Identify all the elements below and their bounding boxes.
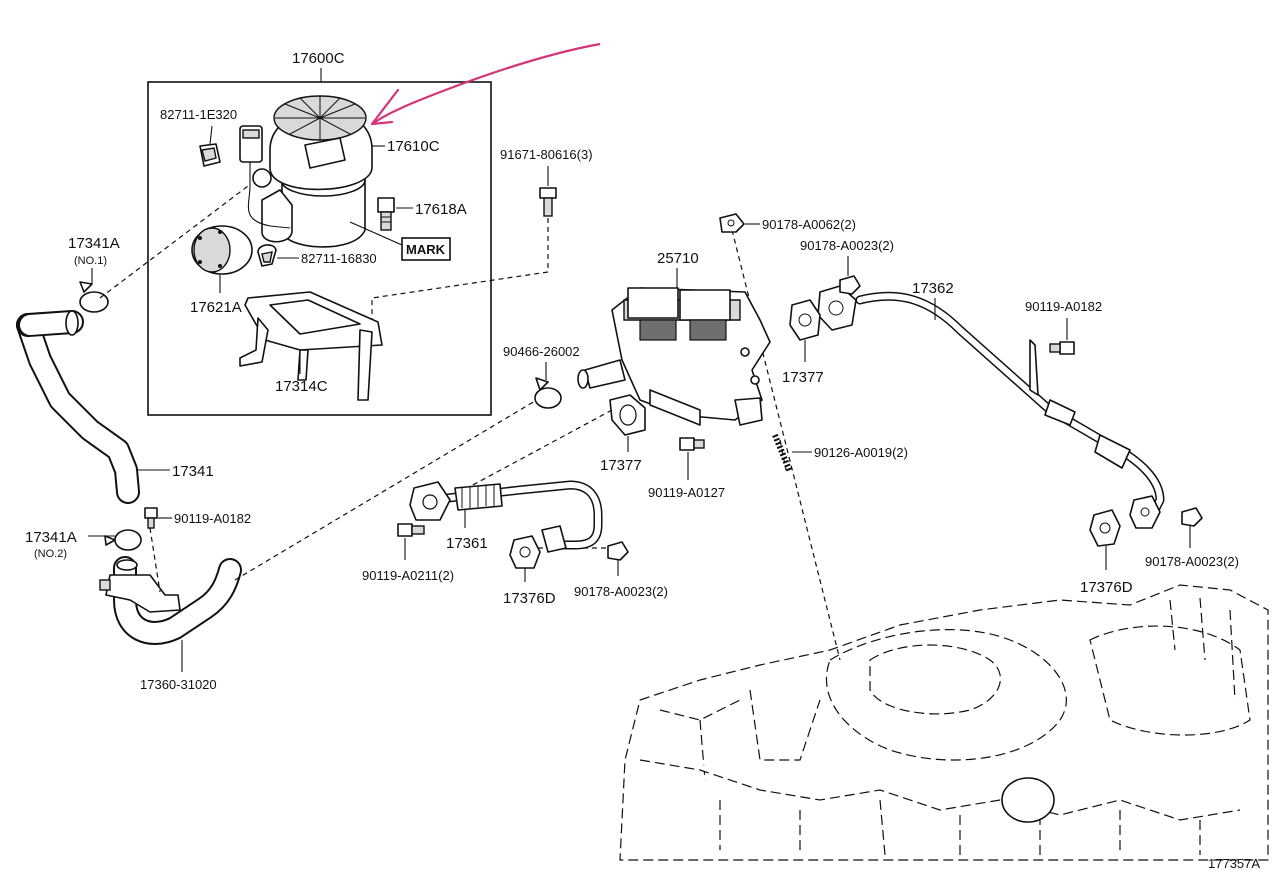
label-17360-31020: 17360-31020 <box>140 677 217 692</box>
label-mark: MARK <box>406 242 446 257</box>
bolt-90119-A0182-right <box>1049 341 1075 355</box>
label-90178-A0023-top: 90178-A0023(2) <box>800 238 894 253</box>
label-17376D-right: 17376D <box>1080 579 1133 596</box>
gasket-17377-left <box>609 394 646 436</box>
bolt-90119-A0182-left <box>144 507 158 529</box>
assembly-box <box>147 81 492 416</box>
engine-outline <box>619 584 1269 861</box>
gasket-17376D-left <box>509 535 541 569</box>
label-90178-A0062: 90178-A0062(2) <box>762 217 856 232</box>
label-90119-A0182-left: 90119-A0182 <box>174 511 251 526</box>
label-17618A: 17618A <box>415 201 467 218</box>
valve-25710 <box>577 287 771 426</box>
clamp-17341A-no2 <box>104 529 142 551</box>
label-82711-16830: 82711-16830 <box>301 251 377 266</box>
label-17341: 17341 <box>172 463 214 480</box>
label-17314C: 17314C <box>275 378 328 395</box>
stud-90126-A0019 <box>772 433 793 474</box>
label-17600C: 17600C <box>292 50 345 67</box>
label-no1: (NO.1) <box>74 255 107 267</box>
label-91671-80616: 91671-80616(3) <box>500 147 593 162</box>
bolt-91671-80616 <box>539 187 557 217</box>
figure-code: 177357A <box>1208 856 1260 871</box>
pipe-17362 <box>817 285 1165 529</box>
air-pump-17610C <box>261 95 373 248</box>
bolt-90119-A0211 <box>397 523 425 537</box>
label-90119-A0211: 90119-A0211(2) <box>362 568 454 583</box>
nut-90178-A0023-right <box>1181 507 1203 527</box>
nut-90178-A0023-bottom <box>607 541 629 561</box>
label-17341A-top: 17341A <box>68 235 120 252</box>
clamp-82711-1E320 <box>199 143 221 167</box>
clamp-17341A-no1 <box>79 281 109 313</box>
label-17361: 17361 <box>446 535 488 552</box>
pipe-17361 <box>409 480 603 553</box>
nut-90178-A0023-top <box>839 275 861 295</box>
gasket-17376D-right <box>1089 509 1121 547</box>
label-90119-A0182-right: 90119-A0182 <box>1025 299 1102 314</box>
gasket-17377-right <box>789 299 821 341</box>
engine-plug-boss <box>1001 777 1055 823</box>
label-82711-1E320: 82711-1E320 <box>160 107 237 122</box>
bolt-90119-A0127 <box>679 437 705 451</box>
mark-box <box>401 237 451 261</box>
label-17610C: 17610C <box>387 138 440 155</box>
label-17341A-bot: 17341A <box>25 529 77 546</box>
label-no2: (NO.2) <box>34 548 67 560</box>
label-90126-A0019: 90126-A0019(2) <box>814 445 908 460</box>
label-17362: 17362 <box>912 280 954 297</box>
filter-17621A <box>191 225 253 275</box>
connector-harness <box>239 125 291 229</box>
label-90466-26002: 90466-26002 <box>503 344 580 359</box>
label-90178-A0023-right: 90178-A0023(2) <box>1145 554 1239 569</box>
label-17621A: 17621A <box>190 299 242 316</box>
label-90178-A0023-bottom: 90178-A0023(2) <box>574 584 668 599</box>
nut-90178-A0062 <box>719 213 745 233</box>
clamp-90466-26002 <box>534 377 562 409</box>
label-17377-left: 17377 <box>600 457 642 474</box>
hose-17360-31020 <box>99 556 242 645</box>
label-17377-right: 17377 <box>782 369 824 386</box>
label-25710: 25710 <box>657 250 699 267</box>
annotation-arrow <box>370 42 601 126</box>
clamp-82711-16830 <box>257 244 277 267</box>
hose-17341 <box>16 310 140 504</box>
label-17376D-left: 17376D <box>503 590 556 607</box>
label-90119-A0127: 90119-A0127 <box>648 485 725 500</box>
sensor-17618A <box>377 197 395 231</box>
